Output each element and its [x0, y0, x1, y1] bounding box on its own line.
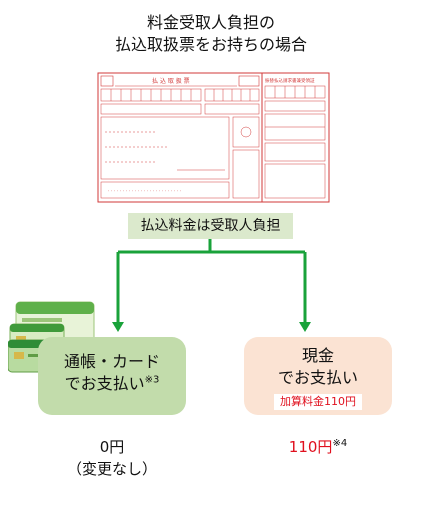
note-3: ※3 — [144, 374, 160, 386]
slip-right-heading: 振替払込請求書兼受領証 — [265, 77, 315, 84]
down-arrow-icon — [112, 322, 124, 332]
down-arrow-icon — [299, 322, 311, 332]
result-card-payment: 0円 （変更なし） — [38, 436, 186, 480]
slip-heading: 払 込 取 扱 票 — [152, 77, 190, 85]
svg-text:・・・・・・・・・・・・・・・・・・・・・・・・・: ・・・・・・・・・・・・・・・・・・・・・・・・・ — [107, 189, 182, 193]
payer-label: 払込料金は受取人負担 — [128, 213, 293, 239]
title-line-2: 払込取扱票をお持ちの場合 — [114, 35, 307, 54]
page-title: 料金受取人負担の 払込取扱票をお持ちの場合 — [0, 12, 422, 56]
result-left-note: （変更なし） — [66, 460, 157, 478]
note-4: ※4 — [332, 438, 348, 449]
result-cash-payment: 110円※4 — [244, 436, 392, 458]
option-left-line1: 通帳・カード — [63, 352, 160, 371]
option-cash-payment: 現金 でお支払い 加算料金110円 — [244, 337, 392, 415]
surcharge-badge: 加算料金110円 — [274, 394, 362, 410]
result-right-amount: 110円 — [288, 438, 333, 456]
payment-slip-image: 払 込 取 扱 票 ・・・・・・・・・・・・・・・・・・・・・・・・・ 振替払込… — [97, 72, 330, 203]
option-right-line1: 現金 — [301, 346, 334, 365]
option-left-line2: でお支払い — [64, 374, 145, 393]
result-left-amount: 0円 — [99, 438, 125, 456]
option-card-payment: 通帳・カード でお支払い※3 — [38, 337, 186, 415]
option-right-line2: でお支払い — [277, 368, 358, 387]
title-line-1: 料金受取人負担の — [146, 13, 275, 32]
